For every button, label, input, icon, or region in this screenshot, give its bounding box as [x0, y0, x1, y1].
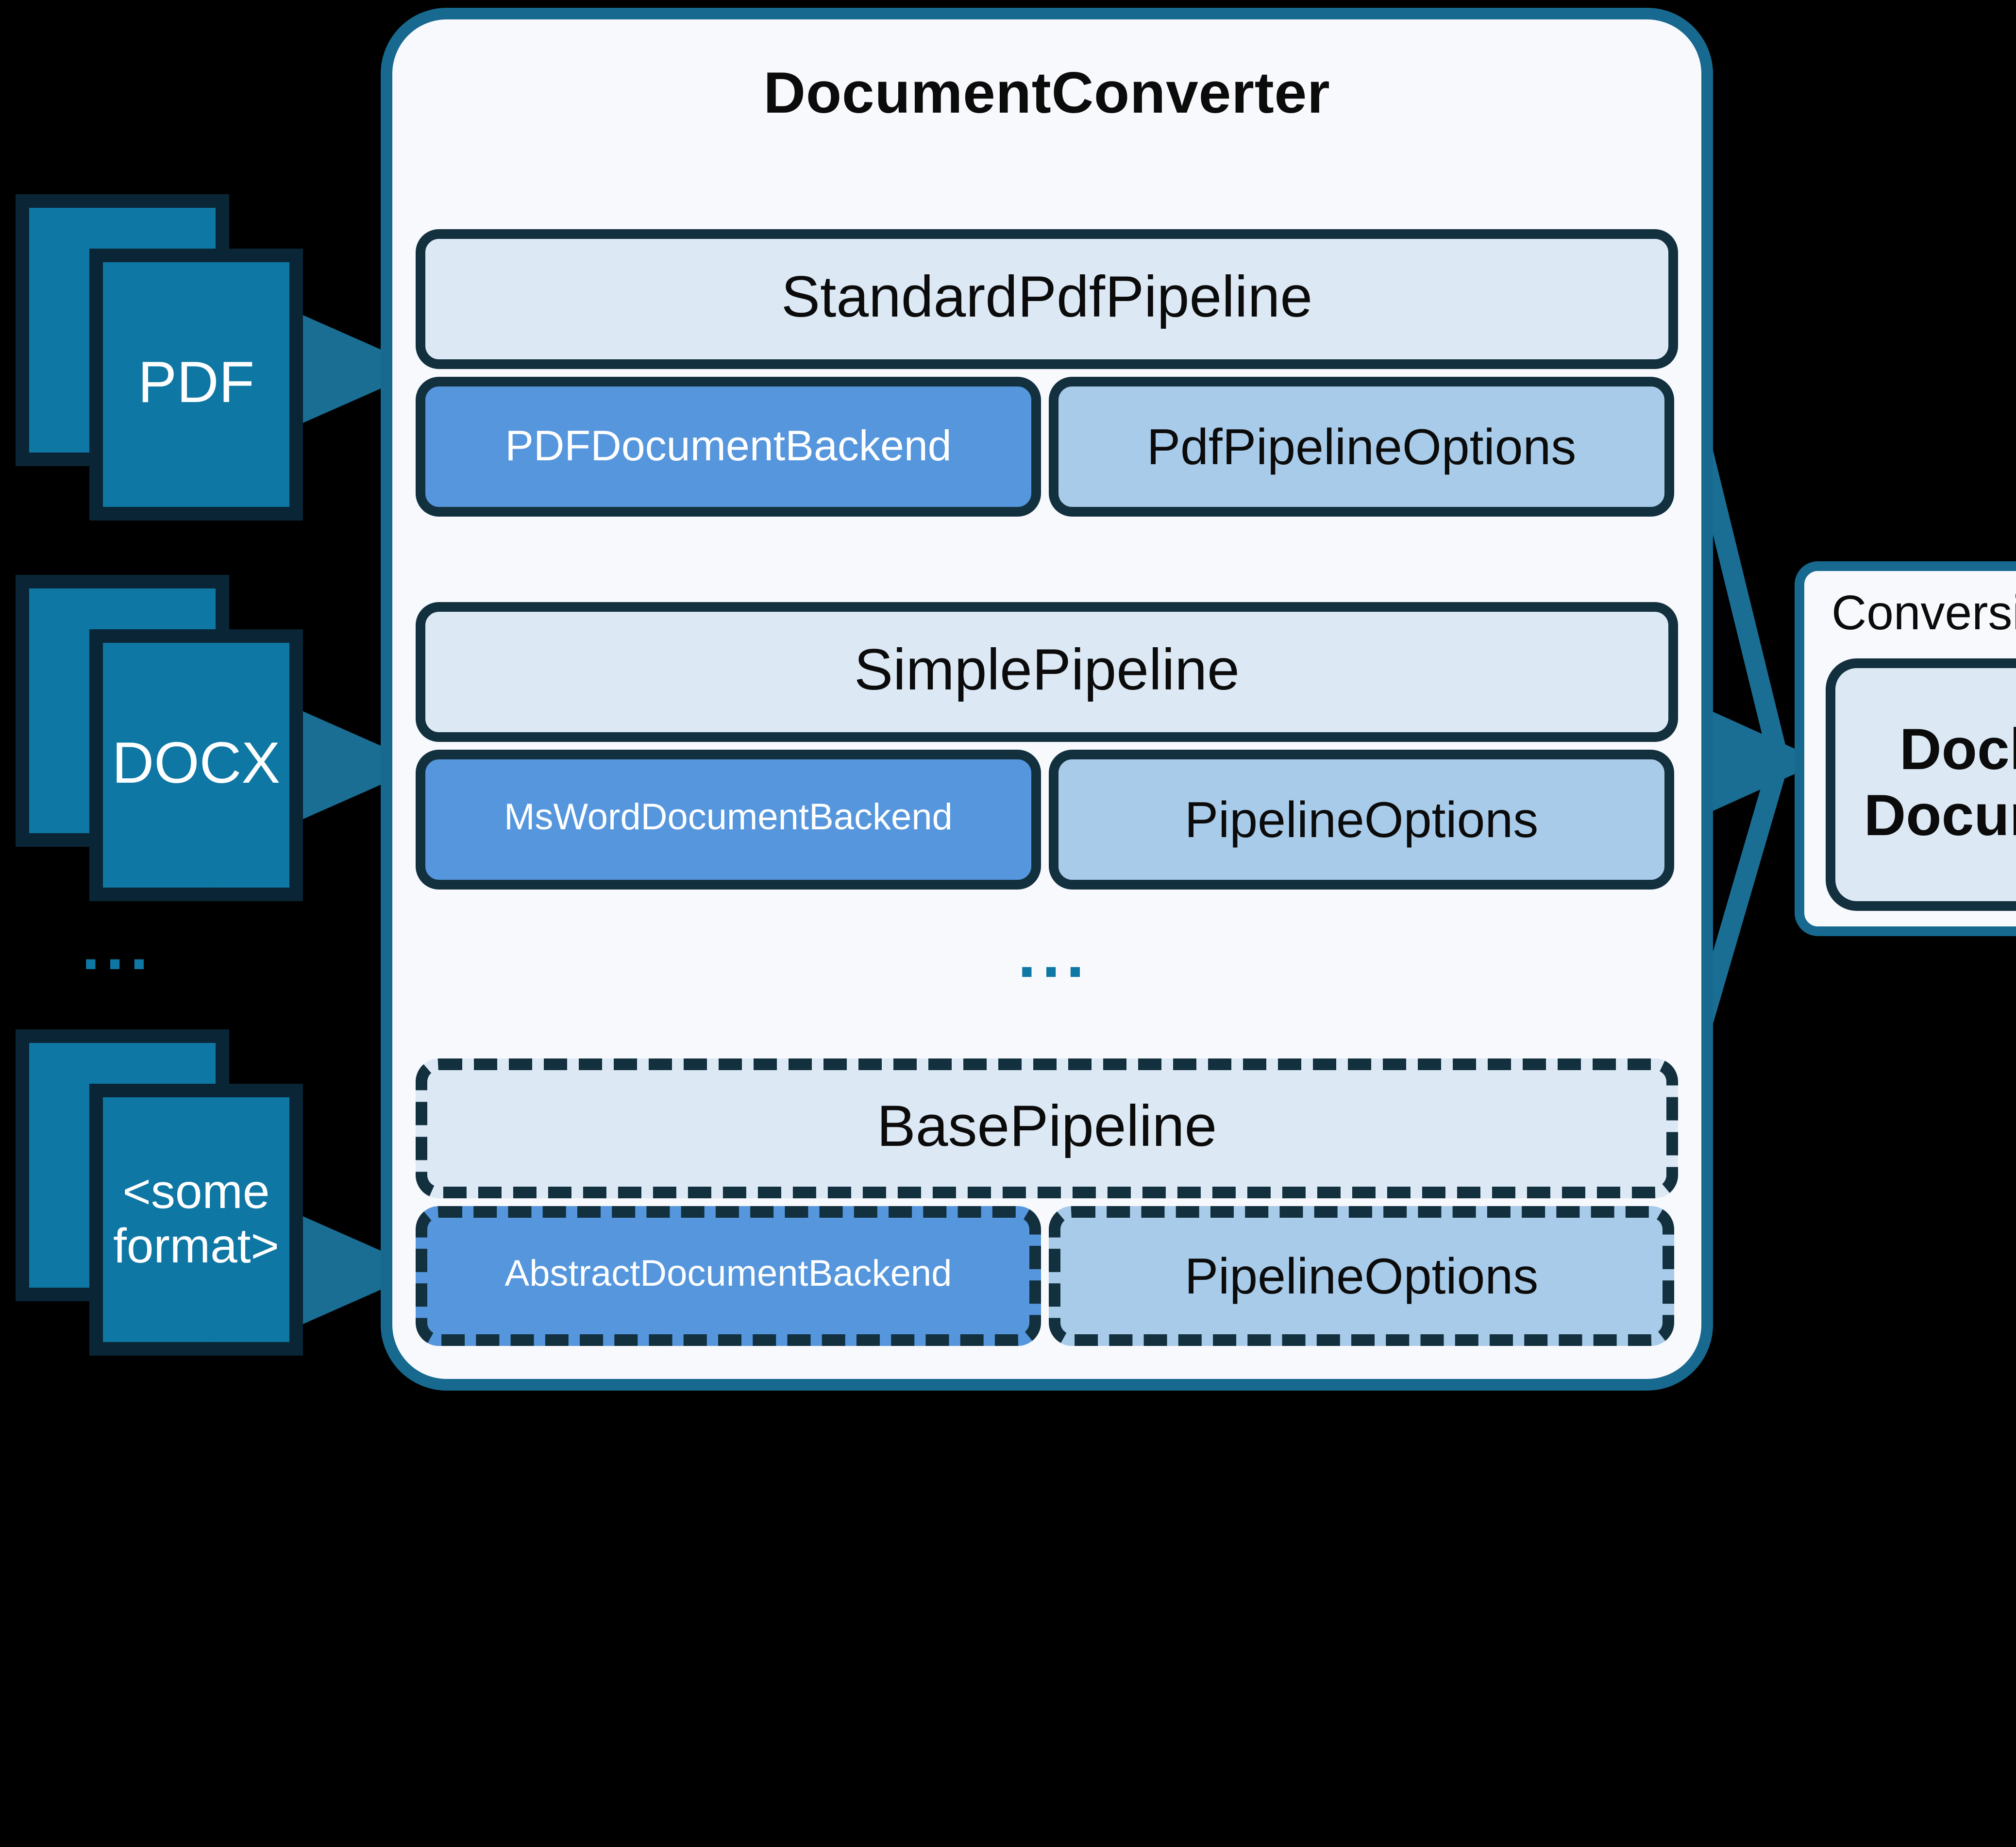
source-doc-label: DOCX	[112, 732, 281, 797]
doc-fold-inner-icon	[208, 1260, 289, 1342]
pipeline-options[interactable]: PdfPipelineOptions	[1049, 377, 1674, 517]
pipeline-options[interactable]: PipelineOptions	[1049, 1206, 1674, 1346]
pipeline-row: MsWordDocumentBackend PipelineOptions	[416, 750, 1678, 890]
pipeline-backend[interactable]: PDFDocumentBackend	[416, 377, 1041, 517]
conversion-result-label: ConversionResult	[1831, 587, 2016, 641]
source-doc-docx[interactable]: DOCX	[16, 575, 303, 901]
pipelines-ellipsis: ...	[1018, 919, 1091, 992]
source-doc-some-format[interactable]: <some format>	[16, 1029, 303, 1356]
pipeline-backend[interactable]: MsWordDocumentBackend	[416, 750, 1041, 890]
pipeline-header: SimplePipeline	[416, 602, 1678, 742]
source-doc-pdf[interactable]: PDF	[16, 194, 303, 521]
pipeline-base[interactable]: BasePipeline AbstractDocumentBackend Pip…	[416, 1058, 1678, 1346]
doc-fold-inner-icon	[208, 425, 289, 507]
pipeline-backend[interactable]: AbstractDocumentBackend	[416, 1206, 1041, 1346]
page-title: DocumentConverter	[763, 62, 1330, 126]
docling-document-box[interactable]: Docling Document	[1826, 658, 2016, 911]
pipeline-row: PDFDocumentBackend PdfPipelineOptions	[416, 377, 1678, 517]
pipeline-header: BasePipeline	[416, 1058, 1678, 1198]
doc-fold-inner-icon	[208, 806, 289, 888]
pipeline-standard-pdf[interactable]: StandardPdfPipeline PDFDocumentBackend P…	[416, 229, 1678, 517]
pipeline-header: StandardPdfPipeline	[416, 229, 1678, 369]
conversion-result-panel: ConversionResult Docling Document	[1795, 561, 2016, 936]
diagram-canvas: PDF DOCX ... <some format> DocumentConve…	[16, 8, 2016, 1391]
pipeline-simple[interactable]: SimplePipeline MsWordDocumentBackend Pip…	[416, 602, 1678, 890]
source-doc-label: PDF	[138, 352, 254, 416]
pipeline-options[interactable]: PipelineOptions	[1049, 750, 1674, 890]
source-docs-ellipsis: ...	[82, 911, 154, 985]
pipeline-row: AbstractDocumentBackend PipelineOptions	[416, 1206, 1678, 1346]
